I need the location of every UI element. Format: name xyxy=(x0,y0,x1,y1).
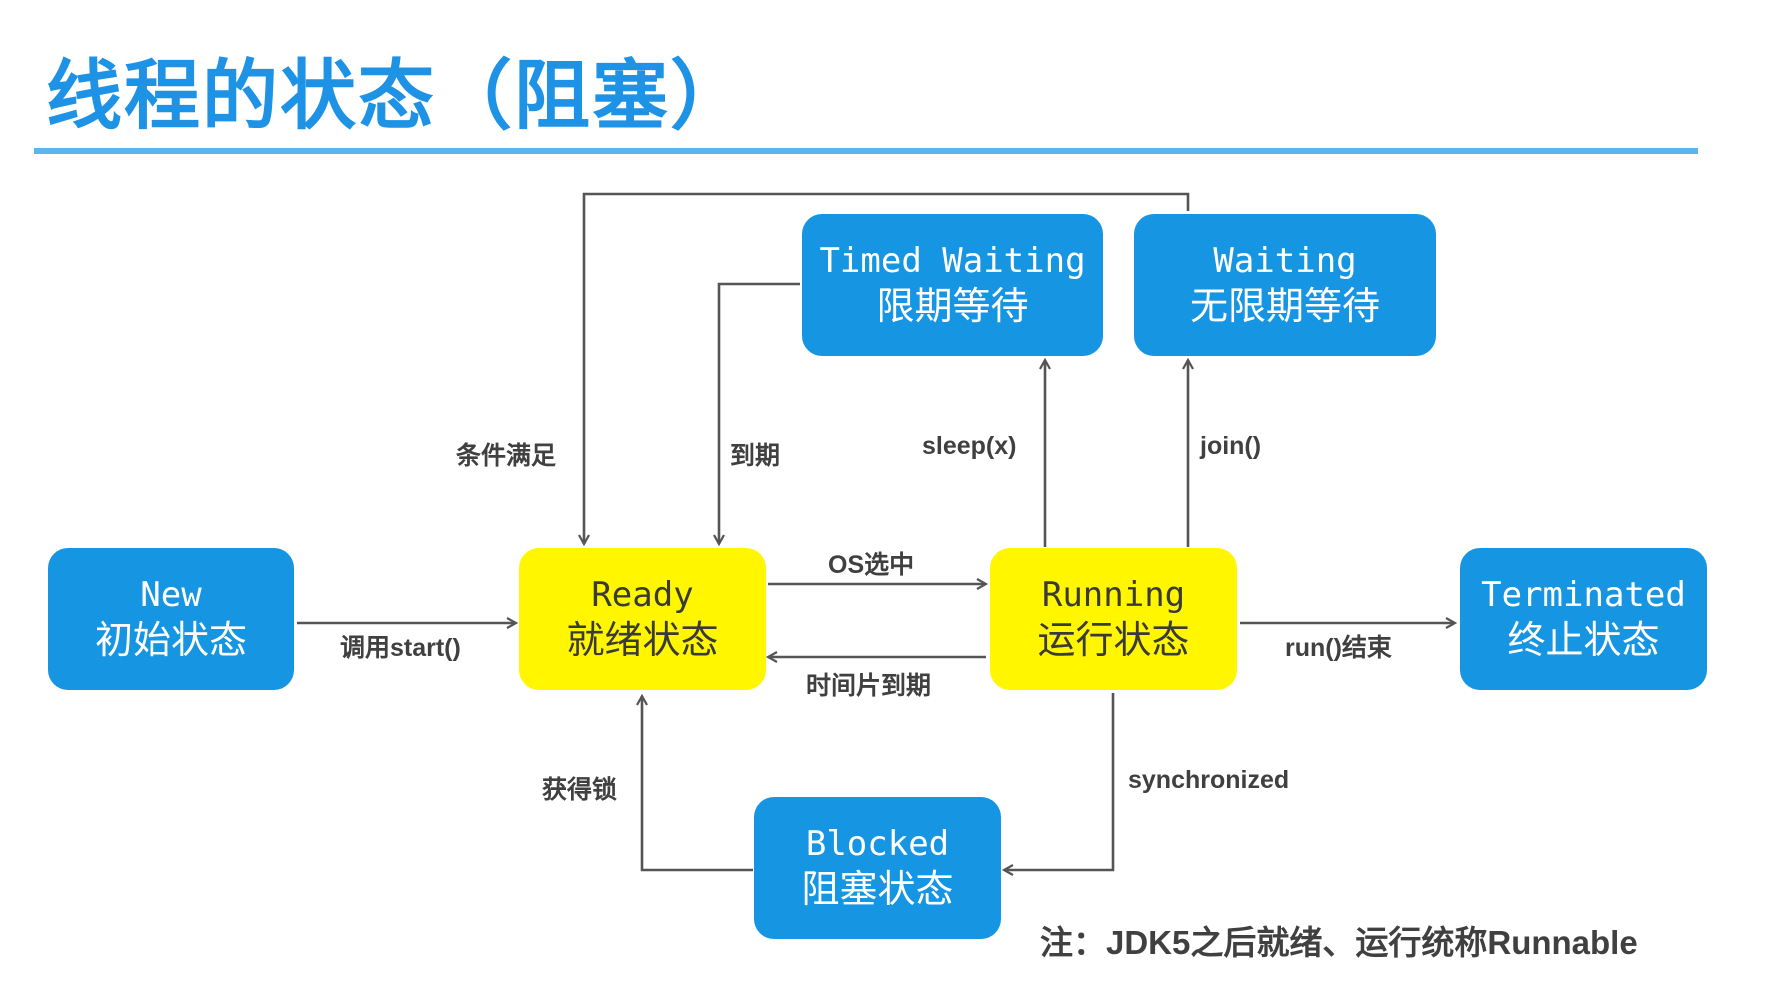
label-time-slice: 时间片到期 xyxy=(806,672,932,700)
state-waiting-en: Waiting xyxy=(1213,241,1357,281)
state-waiting: Waiting 无限期等待 xyxy=(1134,214,1436,356)
label-expired: 到期 xyxy=(730,442,781,470)
state-blocked-zh: 阻塞状态 xyxy=(801,866,954,911)
arrow-waiting-to-ready xyxy=(584,192,1190,544)
state-running: Running 运行状态 xyxy=(990,548,1237,690)
state-new-zh: 初始状态 xyxy=(94,617,247,662)
state-terminated: Terminated 终止状态 xyxy=(1460,548,1707,690)
state-new-en: New xyxy=(140,575,202,615)
label-os-selected: OS选中 xyxy=(828,551,915,579)
footnote: 注：JDK5之后就绪、运行统称Runnable xyxy=(1040,924,1638,961)
state-timed-waiting-en: Timed Waiting xyxy=(819,241,1086,281)
label-run-end: run()结束 xyxy=(1285,634,1392,662)
label-start: 调用start() xyxy=(340,634,461,662)
arrow-timed-waiting-to-ready xyxy=(719,282,800,544)
label-join: join() xyxy=(1200,432,1262,460)
title-underline xyxy=(34,148,1698,154)
state-running-en: Running xyxy=(1041,575,1186,615)
label-condition-met: 条件满足 xyxy=(456,442,557,470)
label-synchronized: synchronized xyxy=(1128,766,1290,794)
state-timed-waiting-zh: 限期等待 xyxy=(876,283,1029,328)
state-timed-waiting: Timed Waiting 限期等待 xyxy=(802,214,1103,356)
label-sleep: sleep(x) xyxy=(922,432,1017,460)
state-blocked: Blocked 阻塞状态 xyxy=(754,797,1001,939)
arrow-blocked-to-ready xyxy=(642,696,753,872)
page-title: 线程的状态（阻塞） xyxy=(46,51,748,140)
state-ready-en: Ready xyxy=(591,575,694,615)
state-ready: Ready 就绪状态 xyxy=(519,548,766,690)
state-ready-zh: 就绪状态 xyxy=(566,617,719,662)
state-blocked-en: Blocked xyxy=(805,824,950,864)
state-terminated-zh: 终止状态 xyxy=(1507,617,1660,662)
state-running-zh: 运行状态 xyxy=(1037,617,1190,662)
state-waiting-zh: 无限期等待 xyxy=(1189,283,1380,328)
arrow-running-to-blocked xyxy=(1004,693,1115,870)
state-new: New 初始状态 xyxy=(48,548,294,690)
label-got-lock: 获得锁 xyxy=(542,776,618,804)
state-terminated-en: Terminated xyxy=(1481,575,1686,615)
